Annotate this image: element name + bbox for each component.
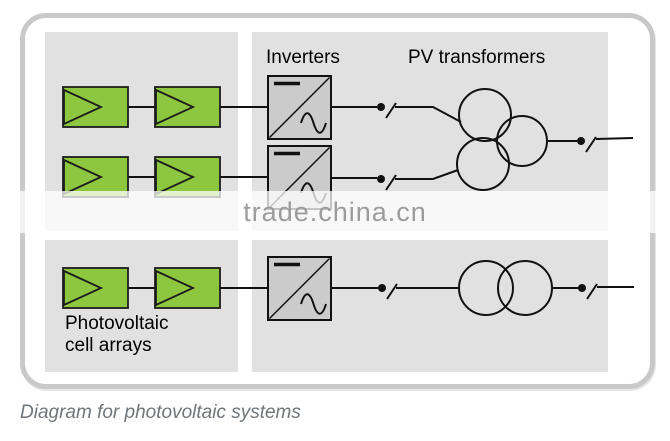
pv-array-symbol — [62, 86, 129, 128]
wire — [595, 137, 634, 140]
inverter-symbol — [266, 74, 333, 141]
watermark-band: trade.china.cn — [0, 191, 670, 233]
pv-array-symbol — [62, 267, 129, 309]
disconnect-switch-icon — [376, 174, 397, 191]
pv-string-3 — [62, 255, 459, 322]
transformer-coil — [497, 260, 553, 316]
inverters-label: Inverters — [266, 47, 340, 68]
pv-transformers-label: PV transformers — [408, 47, 546, 68]
pv-array-symbol — [154, 86, 221, 128]
pv-cell-arrays-label-line1: Photovoltaic — [65, 313, 169, 334]
three-winding-transformer — [456, 88, 634, 191]
inverter-symbol — [266, 255, 333, 322]
pv-string-2 — [62, 144, 459, 211]
transformer-coil — [458, 260, 514, 316]
wire — [395, 169, 459, 180]
pv-cell-arrays-label: Photovoltaic cell arrays — [65, 313, 169, 357]
wire — [395, 106, 462, 123]
disconnect-switch-icon — [577, 283, 598, 300]
watermark-text: trade.china.cn — [243, 196, 427, 227]
pv-array-symbol — [154, 267, 221, 309]
transformer-coil — [458, 88, 512, 142]
pv-string-1 — [62, 74, 462, 141]
disconnect-switch-icon — [377, 283, 398, 300]
two-winding-transformer — [458, 260, 634, 316]
diagram-caption: Diagram for photovoltaic systems — [20, 402, 301, 423]
pv-cell-arrays-label-line2: cell arrays — [65, 335, 152, 356]
disconnect-switch-icon — [576, 136, 597, 153]
transformer-coil — [456, 137, 510, 191]
disconnect-switch-icon — [376, 102, 397, 119]
transformer-coil — [496, 115, 548, 167]
